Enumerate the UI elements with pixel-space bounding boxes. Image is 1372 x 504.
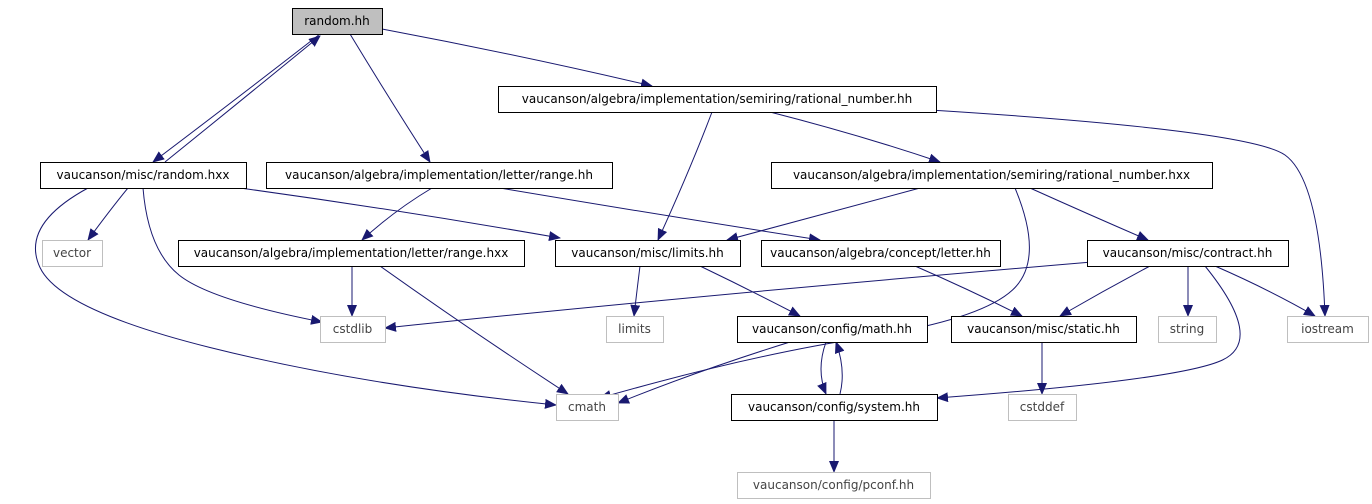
- node-label: random.hh: [304, 14, 370, 28]
- node-label: vector: [53, 246, 91, 260]
- node-label: cstdlib: [333, 322, 372, 336]
- edge-letter-hh-to-static-hh: [914, 265, 1023, 317]
- node-label: string: [1170, 322, 1204, 336]
- node-label: vaucanson/config/system.hh: [748, 400, 920, 414]
- node-box: [556, 394, 619, 421]
- node-box: [555, 240, 741, 267]
- node-system-hh[interactable]: vaucanson/config/system.hh: [731, 394, 938, 421]
- node-limits-hh[interactable]: vaucanson/misc/limits.hh: [555, 240, 741, 267]
- edge-rational-number-hh-to-limits-hh: [657, 111, 713, 241]
- node-limits[interactable]: limits: [606, 316, 664, 343]
- node-box: [1087, 240, 1289, 267]
- node-label: cmath: [568, 400, 606, 414]
- node-box: [737, 316, 928, 343]
- node-label: vaucanson/algebra/implementation/letter/…: [194, 246, 509, 260]
- node-label: vaucanson/misc/limits.hh: [571, 246, 723, 260]
- edge-rational-number-hxx-to-limits-hh: [726, 187, 921, 242]
- edge-rational-number-hh-to-iostream: [929, 109, 1330, 317]
- node-box: [1287, 316, 1369, 343]
- node-range-hxx[interactable]: vaucanson/algebra/implementation/letter/…: [178, 240, 525, 267]
- nodes-layer: random.hh vaucanson/algebra/implementatio…: [40, 8, 1369, 499]
- edge-range-hh-to-letter-hh: [499, 187, 821, 244]
- node-cstdlib[interactable]: cstdlib: [320, 316, 386, 343]
- node-label: vaucanson/config/math.hh: [752, 322, 912, 336]
- node-vector[interactable]: vector: [42, 240, 103, 267]
- node-label: cstddef: [1020, 400, 1065, 414]
- node-label: vaucanson/algebra/implementation/semirin…: [522, 92, 913, 106]
- node-label: vaucanson/algebra/concept/letter.hh: [770, 246, 991, 260]
- edge-system-hh-to-math-hh: [834, 341, 845, 395]
- node-box: [42, 240, 103, 267]
- edge-range-hh-to-range-hxx: [361, 187, 433, 241]
- edge-math-hh-to-system-hh: [817, 341, 827, 395]
- edge-rational-number-hxx-to-contract-hh: [1029, 187, 1149, 241]
- edge-contract-hh-to-iostream: [1214, 265, 1316, 317]
- node-box: [761, 240, 1001, 267]
- node-rational-number-hh[interactable]: vaucanson/algebra/implementation/semirin…: [498, 86, 937, 113]
- edge-limits-hh-to-math-hh: [699, 265, 801, 317]
- edge-random-hxx-to-cstdlib: [142, 187, 323, 325]
- edge-random-hxx-to-limits-hh: [239, 187, 561, 242]
- node-cmath[interactable]: cmath: [556, 394, 619, 421]
- edge-random-hh-to-range-hh: [349, 33, 431, 163]
- node-box: [266, 162, 613, 189]
- edge-random-hh-to-rational-number-hh: [381, 28, 653, 89]
- edge-random-hxx-to-vector: [87, 187, 129, 241]
- node-box: [771, 162, 1213, 189]
- node-box: [40, 162, 247, 189]
- node-label: vaucanson/misc/contract.hh: [1103, 246, 1273, 260]
- node-box: [498, 86, 937, 113]
- node-contract-hh[interactable]: vaucanson/misc/contract.hh: [1087, 240, 1289, 267]
- node-label: vaucanson/algebra/implementation/semirin…: [793, 168, 1190, 182]
- edge-contract-hh-to-cstdlib: [384, 261, 1093, 332]
- node-box: [1008, 394, 1077, 421]
- node-letter-hh[interactable]: vaucanson/algebra/concept/letter.hh: [761, 240, 1001, 267]
- edge-random-hxx-to-cmath: [35, 187, 557, 409]
- edge-random-hxx-to-random-hh: [164, 35, 321, 163]
- node-random-hh: random.hh: [292, 8, 383, 35]
- node-pconf-hh[interactable]: vaucanson/config/pconf.hh: [737, 472, 931, 499]
- edge-range-hxx-to-cmath: [379, 265, 569, 395]
- node-box: [1158, 316, 1217, 343]
- node-static-hh[interactable]: vaucanson/misc/static.hh: [951, 316, 1137, 343]
- node-label: iostream: [1301, 322, 1354, 336]
- edge-math-hh-to-cmath: [617, 341, 791, 404]
- node-box: [320, 316, 386, 343]
- node-label: limits: [618, 322, 651, 336]
- node-math-hh[interactable]: vaucanson/config/math.hh: [737, 316, 928, 343]
- node-label: vaucanson/misc/static.hh: [967, 322, 1120, 336]
- edge-contract-hh-to-system-hh: [936, 265, 1241, 403]
- edge-contract-hh-to-static-hh: [1059, 265, 1151, 317]
- node-range-hh[interactable]: vaucanson/algebra/implementation/letter/…: [266, 162, 613, 189]
- node-iostream[interactable]: iostream: [1287, 316, 1369, 343]
- node-box: [737, 472, 931, 499]
- edge-rational-number-hxx-to-cmath: [599, 187, 1030, 400]
- node-box: [178, 240, 525, 267]
- node-box: [292, 8, 383, 35]
- node-random-hxx[interactable]: vaucanson/misc/random.hxx: [40, 162, 247, 189]
- node-label: vaucanson/algebra/implementation/letter/…: [285, 168, 593, 182]
- edge-limits-hh-to-limits: [630, 265, 641, 317]
- node-label: vaucanson/misc/random.hxx: [57, 168, 230, 182]
- node-rational-number-hxx[interactable]: vaucanson/algebra/implementation/semirin…: [771, 162, 1213, 189]
- edges-layer: [35, 28, 1330, 473]
- edge-random-hh-to-random-hxx: [152, 33, 321, 163]
- node-label: vaucanson/config/pconf.hh: [753, 478, 914, 492]
- node-cstddef[interactable]: cstddef: [1008, 394, 1077, 421]
- node-box: [606, 316, 664, 343]
- node-box: [731, 394, 938, 421]
- node-string[interactable]: string: [1158, 316, 1217, 343]
- node-box: [951, 316, 1137, 343]
- edge-rational-number-hh-to-rational-number-hxx: [769, 111, 941, 164]
